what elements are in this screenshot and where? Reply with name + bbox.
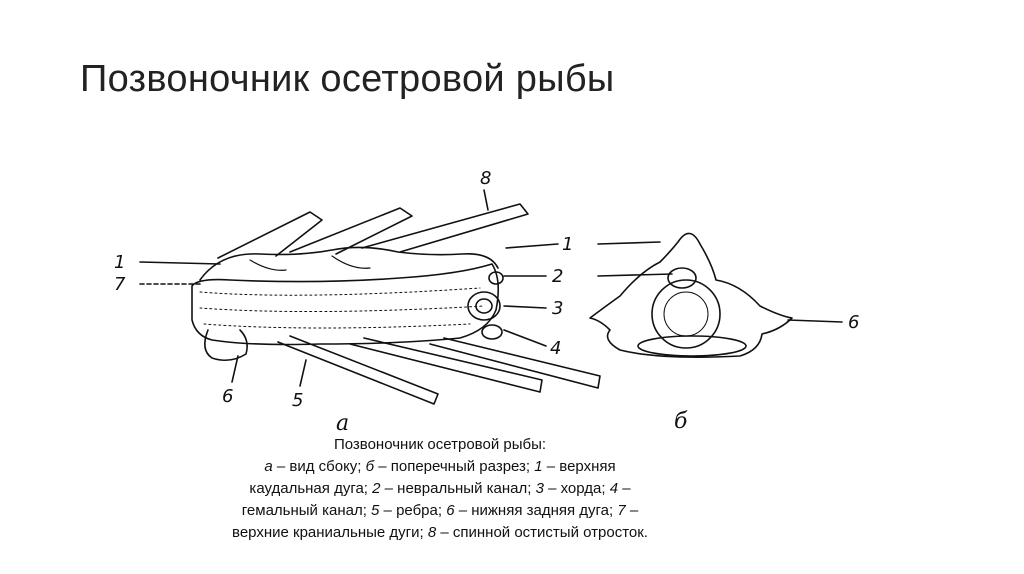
caption-line-3: каудальная дуга; 2 – невральный канал; 3… xyxy=(190,478,690,500)
label-2: 2 xyxy=(552,266,563,287)
figure-caption: Позвоночник осетровой рыбы: а – вид сбок… xyxy=(190,434,690,544)
vertebral-body xyxy=(191,263,500,346)
subfigure-b-label: б xyxy=(674,409,688,434)
caption-text: – ребра; xyxy=(379,502,447,519)
caption-ref-2: 2 xyxy=(372,480,381,497)
caption-ref-8: 8 xyxy=(427,524,437,541)
rib-3 xyxy=(429,337,601,389)
caption-ref-3: 3 xyxy=(535,480,544,497)
haemal-canal-end xyxy=(481,324,503,340)
dorsal-process-1 xyxy=(217,211,323,259)
caption-text: – вид сбоку; xyxy=(272,458,366,475)
caption-text: каудальная дуга; xyxy=(249,480,373,497)
dorsal-process-2 xyxy=(289,207,413,255)
rib-1 xyxy=(277,335,439,405)
notochord-section xyxy=(651,279,721,349)
caption-line-2: а – вид сбоку; б – поперечный разрез; 1 … xyxy=(190,456,690,478)
vertebra-illustration: 8 1 7 1 2 3 6 4 6 5 а б xyxy=(114,168,859,436)
upper-arches xyxy=(199,246,499,281)
dorsal-process-3 xyxy=(361,203,529,253)
caption-ref-a: а xyxy=(264,458,273,475)
label-6-section: 6 xyxy=(848,312,859,333)
rib-2 xyxy=(349,337,543,393)
lower-posterior-arch xyxy=(204,329,248,362)
subfigure-a-label: а xyxy=(336,411,349,436)
cross-section-outline xyxy=(589,232,793,358)
caption-ref-5: 5 xyxy=(371,502,380,519)
caption-line-1: Позвоночник осетровой рыбы: xyxy=(333,436,547,453)
caption-line-4: гемальный канал; 5 – ребра; 6 – нижняя з… xyxy=(190,500,690,522)
caption-text: гемальный канал; xyxy=(241,502,372,519)
caption-text: – xyxy=(618,480,631,497)
label-3: 3 xyxy=(552,298,563,319)
caption-ref-b: б xyxy=(365,458,375,475)
label-6-side: 6 xyxy=(222,386,233,407)
label-1-side: 1 xyxy=(114,252,125,273)
caption-text: – нижняя задняя дуга; xyxy=(454,502,618,519)
haemal-arch-section xyxy=(637,335,747,357)
notochord-end xyxy=(467,291,501,321)
caption-text: – поперечный разрез; xyxy=(374,458,535,475)
label-5: 5 xyxy=(292,390,303,411)
label-4: 4 xyxy=(550,338,561,359)
caption-ref-6: 6 xyxy=(446,502,455,519)
caption-text: – невральный канал; xyxy=(380,480,536,497)
vertebra-figure: 8 1 7 1 2 3 6 4 6 5 а б xyxy=(100,160,920,440)
caption-text: – хорда; xyxy=(543,480,610,497)
label-1-section: 1 xyxy=(562,234,573,255)
caption-line-5: верхние краниальные дуги; 8 – спинной ос… xyxy=(190,522,690,544)
neural-canal-end xyxy=(488,271,504,285)
caption-ref-7: 7 xyxy=(617,502,626,519)
caption-text: верхние краниальные дуги; xyxy=(232,524,428,541)
label-8: 8 xyxy=(480,168,491,189)
caption-text: – спинной остистый отросток. xyxy=(436,524,648,541)
caption-text: – верхняя xyxy=(542,458,616,475)
caption-text: – xyxy=(625,502,639,519)
neural-canal-section xyxy=(667,267,697,289)
caption-ref-1: 1 xyxy=(534,458,543,475)
slide-title: Позвоночник осетровой рыбы xyxy=(80,58,615,100)
caption-ref-4: 4 xyxy=(609,480,619,497)
label-7: 7 xyxy=(114,274,126,295)
